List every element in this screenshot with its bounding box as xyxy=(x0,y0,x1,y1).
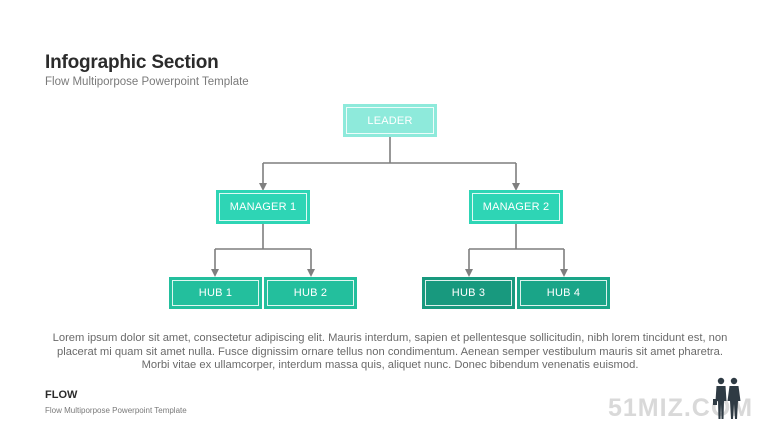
hub-3-box: HUB 3 xyxy=(422,277,515,309)
page-subtitle: Flow Multiporpose Powerpoint Template xyxy=(45,76,249,88)
footer-subtitle: Flow Multiporpose Powerpoint Template xyxy=(45,406,187,415)
hub-3-label: HUB 3 xyxy=(451,287,486,299)
body-paragraph: Lorem ipsum dolor sit amet, consectetur … xyxy=(52,332,728,372)
hub-1-box: HUB 1 xyxy=(169,277,262,309)
page-title: Infographic Section xyxy=(45,52,219,73)
manager-2-label: MANAGER 2 xyxy=(482,201,550,213)
hub-2-box: HUB 2 xyxy=(264,277,357,309)
hub-4-label: HUB 4 xyxy=(546,287,581,299)
footer-brand: FLOW xyxy=(45,389,78,401)
manager-1-box: MANAGER 1 xyxy=(216,190,310,224)
hub-4-box: HUB 4 xyxy=(517,277,610,309)
hub-1-label: HUB 1 xyxy=(198,287,233,299)
business-people-icon xyxy=(713,377,741,419)
manager-2-box: MANAGER 2 xyxy=(469,190,563,224)
leader-label: LEADER xyxy=(367,114,413,127)
leader-box: LEADER xyxy=(343,104,437,137)
manager-1-label: MANAGER 1 xyxy=(229,201,297,213)
hub-2-label: HUB 2 xyxy=(293,287,328,299)
